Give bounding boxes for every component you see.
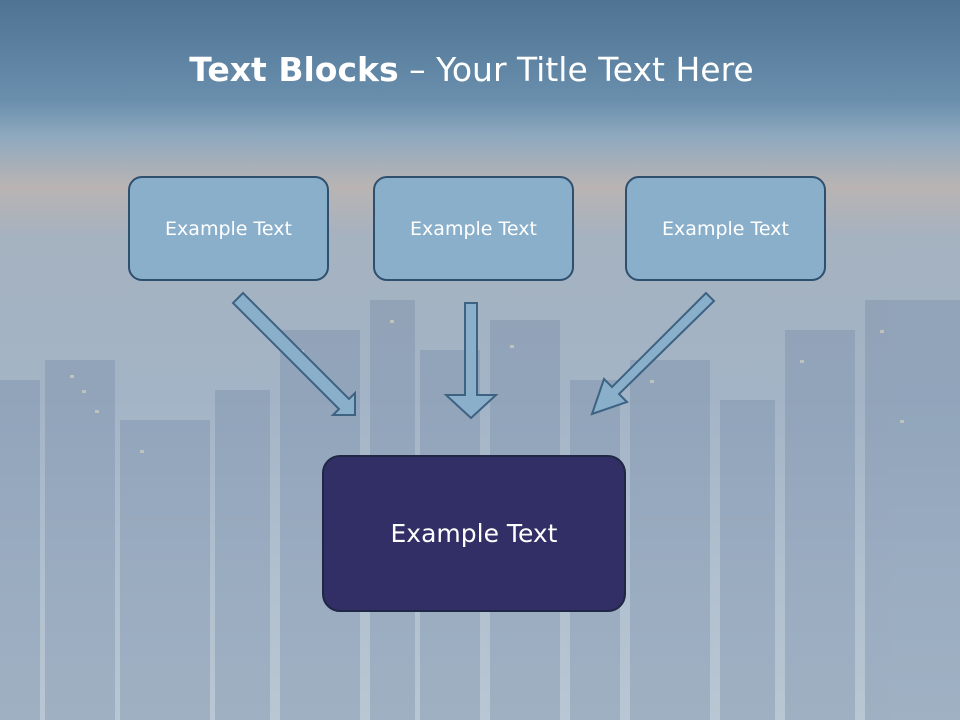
- center-text-block-label: Example Text: [390, 519, 558, 548]
- title-rest: – Your Title Text Here: [398, 50, 754, 89]
- arrow-left-diagonal: [231, 291, 356, 416]
- center-text-block: Example Text: [322, 455, 626, 612]
- text-block-1-label: Example Text: [165, 217, 292, 240]
- slide-title: Text Blocks – Your Title Text Here: [0, 50, 943, 89]
- text-block-3-label: Example Text: [662, 217, 789, 240]
- arrow-right-diagonal: [590, 291, 716, 416]
- text-block-3: Example Text: [625, 176, 826, 281]
- text-block-2: Example Text: [373, 176, 574, 281]
- text-block-1: Example Text: [128, 176, 329, 281]
- text-block-2-label: Example Text: [410, 217, 537, 240]
- arrow-center-down: [443, 302, 499, 420]
- title-bold-part: Text Blocks: [189, 50, 399, 89]
